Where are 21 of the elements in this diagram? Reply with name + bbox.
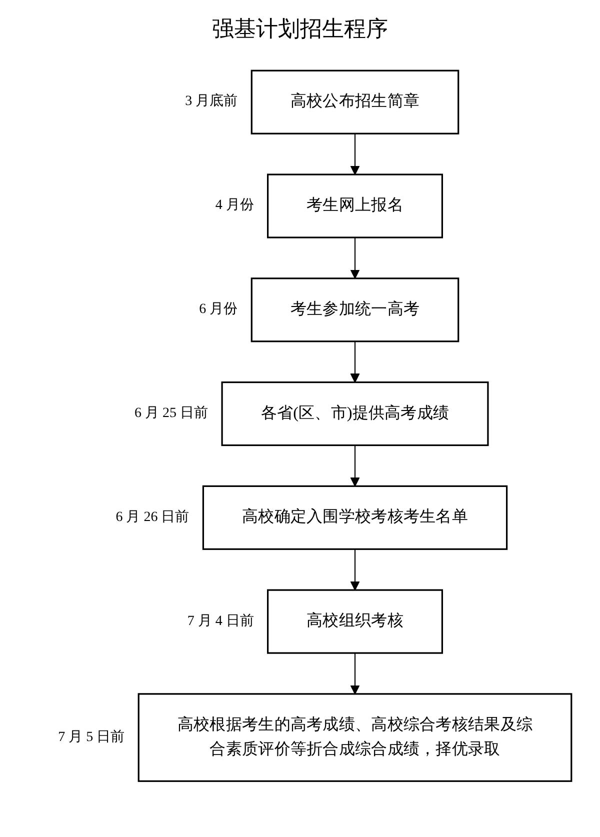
arrow (350, 134, 360, 175)
diagram-title: 强基计划招生程序 (211, 15, 389, 43)
date-label: 6 月份 (199, 300, 238, 319)
arrow (350, 237, 360, 279)
date-label: 4 月份 (215, 196, 254, 215)
date-label: 6 月 25 日前 (134, 404, 208, 423)
node-box: 考生网上报名 (267, 174, 443, 238)
arrow (350, 341, 360, 383)
date-label: 7 月 5 日前 (58, 728, 125, 747)
node-box: 考生参加统一高考 (250, 278, 460, 342)
node-box: 高校确定入围学校考核考生名单 (202, 485, 508, 550)
arrow (350, 549, 360, 590)
node-box: 高校公布招生简章 (250, 70, 460, 134)
date-label: 3 月底前 (185, 92, 238, 112)
node-box: 各省(区、市)提供高考成绩 (221, 381, 489, 446)
node-box: 高校根据考生的高考成绩、高校综合考核结果及综合素质评价等折合成综合成绩，择优录取 (138, 693, 572, 782)
arrow (350, 445, 360, 487)
date-label: 7 月 4 日前 (187, 612, 254, 631)
arrow (350, 653, 360, 694)
node-box: 高校组织考核 (267, 589, 443, 654)
date-label: 6 月 26 日前 (116, 508, 190, 527)
